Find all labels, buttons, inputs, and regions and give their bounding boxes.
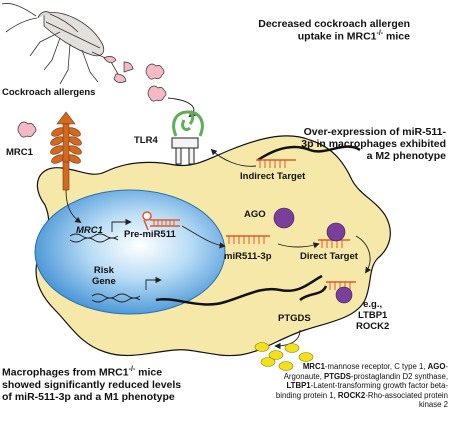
receptor-to-nucleus-arrow: [65, 189, 82, 224]
abbr-definition: -Argonaute,: [283, 362, 448, 381]
abbr-definition: -prostaglandin D2 synthase,: [350, 371, 448, 381]
mrc1-gene-label: MRC1: [76, 225, 103, 236]
abbr-term: LTBP1: [286, 381, 311, 390]
abbr-definition: -Rho-associated protein kinase 2: [365, 390, 448, 410]
indirect-feedback-arrow: [210, 148, 257, 167]
risk-gene-mrna: [155, 274, 356, 306]
risk-gene-dna: [91, 293, 141, 303]
direct-target-label: Direct Target: [300, 251, 358, 262]
cockroach-allergens-label: Cockroach allergens: [2, 87, 96, 98]
abbr-term: MRC1: [302, 362, 325, 371]
transcription-arrow-1: [111, 218, 132, 232]
ptgds-label: PTGDS: [278, 313, 311, 324]
abbr-term: AGO: [427, 362, 446, 371]
target-genes-label: e.g., LTBP1 ROCK2: [356, 299, 390, 332]
abbr-term: ROCK2: [337, 390, 366, 400]
ago-protein: [273, 207, 295, 229]
transcription-arrow-2: [145, 276, 162, 290]
abbr-definition: -mannose receptor, C type 1,: [324, 362, 428, 371]
abbr-definition: -Latent-transforming growth factor beta-…: [275, 381, 448, 400]
indirect-target-label: Indirect Target: [240, 171, 306, 182]
mrc1-receptor-label: MRC1: [6, 147, 33, 158]
mrc1-gene-dna: [69, 233, 119, 243]
mrc1-receptor-icon: [50, 111, 82, 191]
allergen-fragments: [17, 56, 167, 138]
pre-mir511-label: Pre-miR511: [124, 229, 176, 240]
ago-to-direct-arrow: [277, 242, 320, 249]
right-caption: Over-expression of miR-511- 3p in macrop…: [301, 126, 446, 163]
bottom-caption: Macrophages from MRC1-/- mice showed sig…: [2, 366, 182, 403]
ptgds-arrow: [274, 329, 301, 350]
abbreviation-legend: MRC1-mannose receptor, C type 1, AGO-Arg…: [272, 362, 448, 410]
tlr4-label: TLR4: [134, 135, 158, 146]
direct-target-arrow: [355, 235, 372, 274]
abbr-term: PTGDS: [324, 371, 351, 381]
pre-to-mature-arrow: [181, 225, 226, 249]
direct-target-complex: [318, 222, 350, 248]
ago-label: AGO: [244, 209, 266, 220]
nucleus: [34, 189, 226, 315]
ptgds-protein-dots: [254, 342, 314, 371]
mir511-3p-duplex: [226, 235, 270, 244]
cockroach-icon: [1, 3, 119, 85]
risk-gene-label: Risk Gene: [92, 265, 116, 287]
top-caption: Decreased cockroach allergen uptake in M…: [258, 18, 410, 43]
tlr4-receptor-icon: [171, 110, 204, 165]
indirect-target-mrna: [256, 145, 361, 168]
mir511-3p-label: miR511-3p: [224, 251, 272, 262]
pre-mir511-hairpin: [142, 211, 180, 231]
